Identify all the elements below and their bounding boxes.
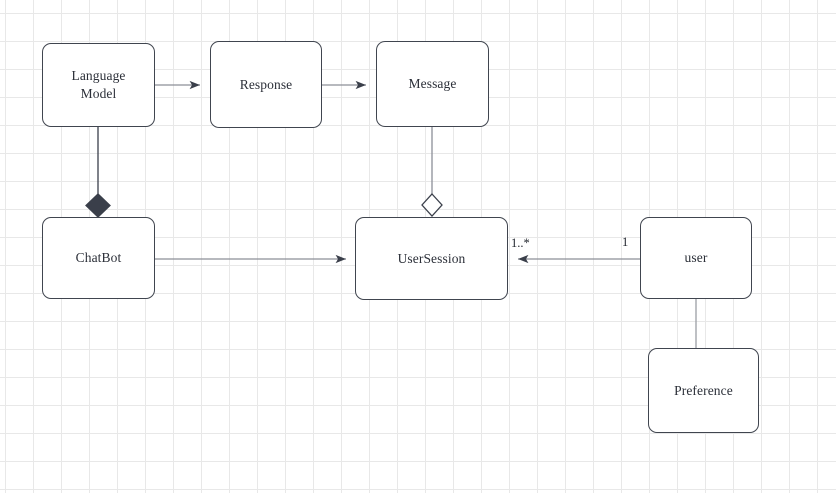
node-chatbot[interactable]: ChatBot <box>42 217 155 299</box>
node-preference-label: Preference <box>674 382 733 398</box>
multiplicity-label-usersession: 1..* <box>511 236 530 250</box>
edge-language-model-to-chatbot <box>85 127 111 218</box>
node-user[interactable]: user <box>640 217 752 299</box>
node-user-label: user <box>684 250 708 265</box>
node-language-model-label: Language Model <box>71 68 126 101</box>
node-preference[interactable]: Preference <box>648 348 759 433</box>
node-response-label: Response <box>239 76 293 92</box>
edge-message-to-usersession <box>421 127 443 217</box>
hollow-diamond-icon <box>421 193 443 217</box>
node-usersession-label: UserSession <box>397 250 466 266</box>
node-usersession[interactable]: UserSession <box>355 217 508 300</box>
multiplicity-label-user: 1 <box>622 235 629 249</box>
node-message[interactable]: Message <box>376 41 489 127</box>
node-language-model[interactable]: Language Model <box>42 43 155 127</box>
node-chatbot-label: ChatBot <box>75 250 122 265</box>
node-message-label: Message <box>408 76 457 91</box>
node-response[interactable]: Response <box>210 41 322 128</box>
filled-diamond-icon <box>85 193 111 218</box>
